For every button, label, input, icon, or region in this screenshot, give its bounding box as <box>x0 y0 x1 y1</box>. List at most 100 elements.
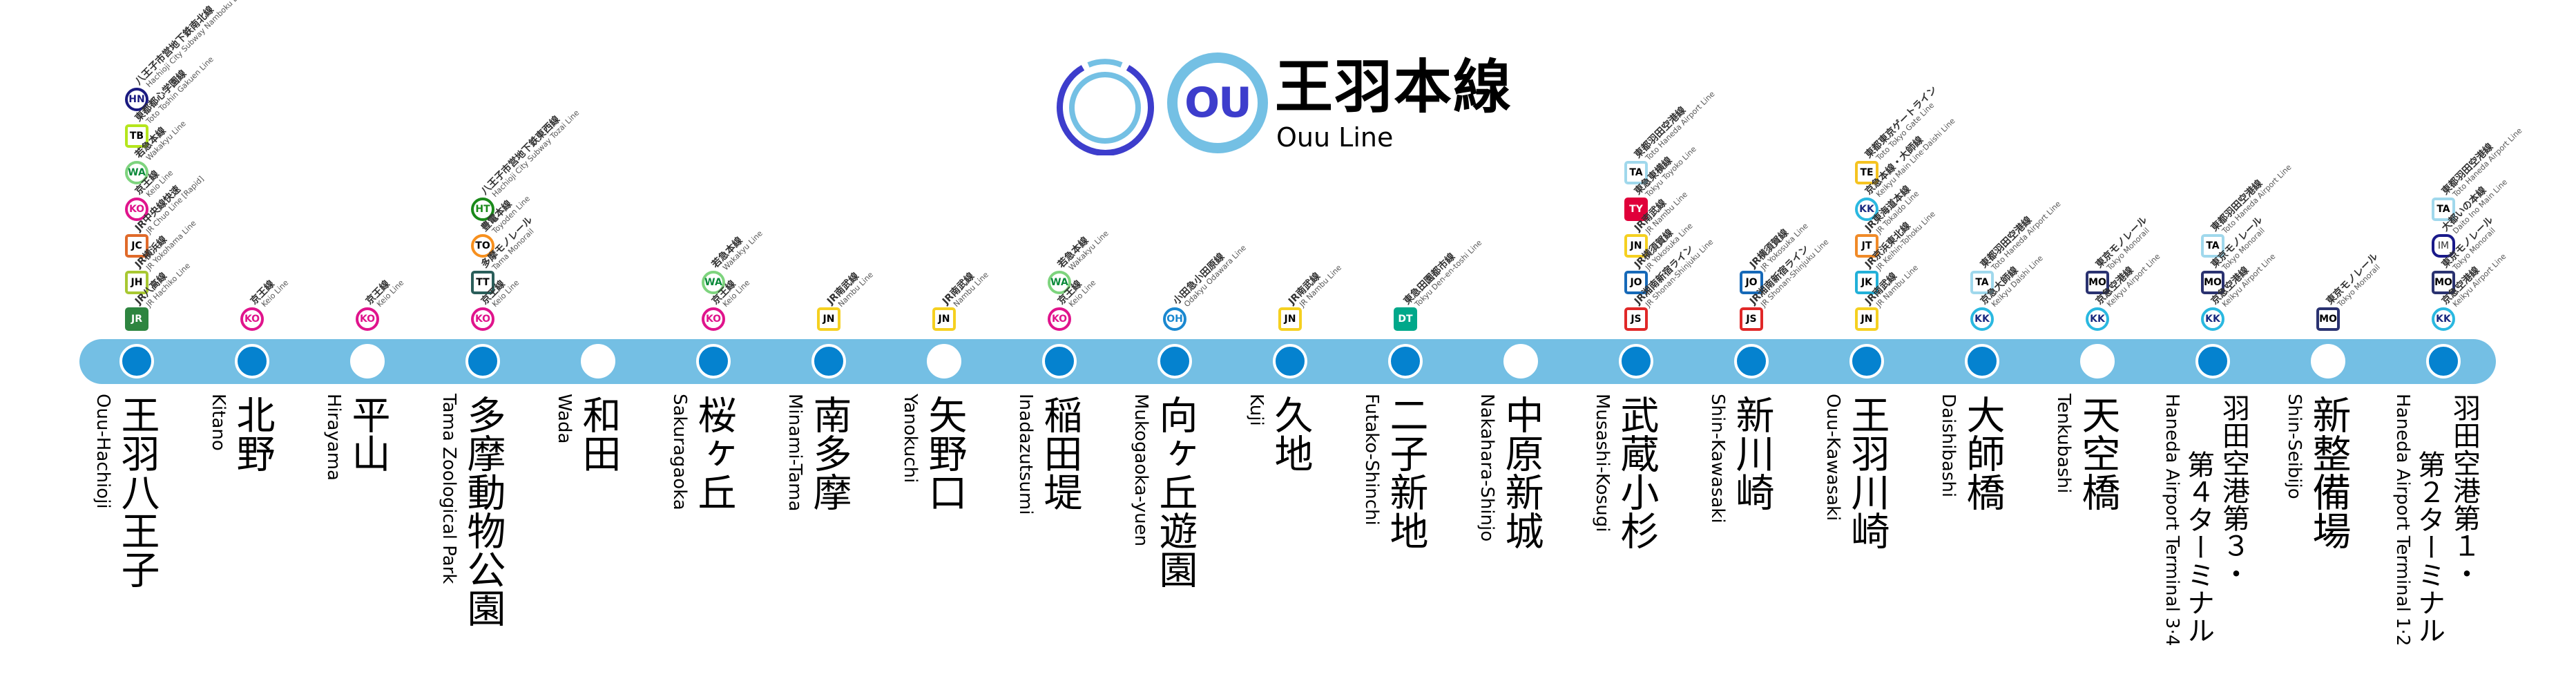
station-name-en: Ouu-Hachioji <box>93 394 113 509</box>
transfer-line-mo-icon[interactable]: MO <box>2201 271 2224 294</box>
transfer-line-wa-icon[interactable]: WA <box>125 161 148 184</box>
transfer-line-hn-icon[interactable]: HN <box>125 88 148 111</box>
transfer-line-jh-icon[interactable]: JH <box>125 271 148 294</box>
station-marker[interactable] <box>119 344 154 378</box>
transfer-line-kk-icon[interactable]: KK <box>2201 307 2224 331</box>
transfer-line-ty-icon[interactable]: TY <box>1624 198 1648 221</box>
transfer-line-name-en: Tokyu Den-en-toshi Line <box>1412 238 1484 309</box>
transfer-line-wa-icon[interactable]: WA <box>1048 271 1071 294</box>
transfer-line-kk-icon[interactable]: KK <box>1970 307 1994 331</box>
station-name-en: Minami-Tama <box>785 394 805 512</box>
station-name-ja: 久地 <box>1268 395 1313 472</box>
station-marker[interactable] <box>2195 344 2230 378</box>
transfer-line-tb-icon[interactable]: TB <box>125 124 148 148</box>
station-name-en: Daishibashi <box>1938 394 1959 498</box>
transfer-line-mo-icon[interactable]: MO <box>2086 271 2109 294</box>
station-marker[interactable] <box>1388 344 1423 378</box>
line-logo-ring-icon <box>1057 59 1154 155</box>
transfer-line-ta-icon[interactable]: TA <box>1624 161 1648 184</box>
transfer-line-to-icon[interactable]: TO <box>471 234 494 258</box>
station-name-ja: 和田 <box>576 395 621 472</box>
station-name-ja: 向ヶ丘遊園 <box>1153 395 1198 588</box>
transfer-line-name-ja: 東都羽田空港線 <box>1632 104 1689 161</box>
transfer-line-mo-icon[interactable]: MO <box>2432 271 2455 294</box>
transfer-line-jn-icon[interactable]: JN <box>817 307 840 331</box>
station-name-en: Tama Zoological Park <box>439 394 459 584</box>
transfer-line-ko-icon[interactable]: KO <box>240 307 264 331</box>
transfer-line-tt-icon[interactable]: TT <box>471 271 494 294</box>
transfer-line-ko-icon[interactable]: KO <box>356 307 379 331</box>
transfer-line-jn-icon[interactable]: JN <box>1278 307 1302 331</box>
transfer-line-kk-icon[interactable]: KK <box>1855 198 1878 221</box>
station-name-ja: 王羽八王子 <box>115 395 160 588</box>
station-marker[interactable] <box>696 344 731 378</box>
transfer-line-jc-icon[interactable]: JC <box>125 234 148 258</box>
station-marker[interactable] <box>1042 344 1077 378</box>
station-marker[interactable] <box>465 344 500 378</box>
transfer-line-ko-icon[interactable]: KO <box>471 307 494 331</box>
transfer-line-name-ja: 東都羽田空港線 <box>1978 214 2035 271</box>
transfer-line-jo-icon[interactable]: JO <box>1740 271 1763 294</box>
transfer-line-jo-icon[interactable]: JO <box>1624 271 1648 294</box>
transfer-line-js-icon[interactable]: JS <box>1740 307 1763 331</box>
transfer-line-kk-icon[interactable]: KK <box>2432 307 2455 331</box>
station-name-en: Kuji <box>1246 394 1267 426</box>
transfer-line-jt-icon[interactable]: JT <box>1855 234 1878 258</box>
station-marker[interactable] <box>2311 344 2345 378</box>
transfer-line-ko-icon[interactable]: KO <box>702 307 725 331</box>
station-name-ja: 羽田空港第３・ <box>2218 394 2249 587</box>
station-name-ja: 平山 <box>345 395 390 472</box>
transfer-line-dt-icon[interactable]: DT <box>1394 307 1417 331</box>
transfer-line-jn-icon[interactable]: JN <box>1624 234 1648 258</box>
station-name-ja: 武蔵小杉 <box>1614 395 1659 550</box>
station-marker[interactable] <box>2426 344 2461 378</box>
station-name-en: Sakuragaoka <box>669 394 690 510</box>
station-name-ja: 稲田堤 <box>1037 395 1082 511</box>
station-name-ja: 大師橋 <box>1960 395 2005 511</box>
station-marker[interactable] <box>1157 344 1192 378</box>
transfer-line-js-icon[interactable]: JS <box>1624 307 1648 331</box>
transfer-line-kk-icon[interactable]: KK <box>2086 307 2109 331</box>
station-marker[interactable] <box>235 344 269 378</box>
transfer-line-wa-icon[interactable]: WA <box>702 271 725 294</box>
transfer-line-oh-icon[interactable]: OH <box>1163 307 1186 331</box>
transfer-line-jk-icon[interactable]: JK <box>1855 271 1878 294</box>
transfer-line-im-icon[interactable]: IM <box>2432 234 2455 258</box>
transfer-line-name-en: Odakyu Odawara Line <box>1182 242 1248 309</box>
station-marker[interactable] <box>2080 344 2115 378</box>
station-name-ja: 桜ヶ丘 <box>691 395 736 511</box>
station-name-en: Musashi-Kosugi <box>1592 394 1613 533</box>
transfer-line-mo-icon[interactable]: MO <box>2316 307 2340 331</box>
transfer-line-ko-icon[interactable]: KO <box>1048 307 1071 331</box>
transfer-line-jn-icon[interactable]: JN <box>932 307 956 331</box>
station-marker[interactable] <box>1849 344 1884 378</box>
transfer-line-ta-icon[interactable]: TA <box>1970 271 1994 294</box>
station-marker[interactable] <box>1619 344 1653 378</box>
station-marker[interactable] <box>350 344 385 378</box>
transfer-line-jn-icon[interactable]: JN <box>1855 307 1878 331</box>
station-marker[interactable] <box>1734 344 1769 378</box>
transfer-line-jr-icon[interactable]: JR <box>125 307 148 331</box>
transfer-line-ko-icon[interactable]: KO <box>125 198 148 221</box>
station-name-ja: 二子新地 <box>1383 395 1428 550</box>
station-marker[interactable] <box>1273 344 1307 378</box>
transfer-line-ht-icon[interactable]: HT <box>471 198 494 221</box>
station-name-en: Kitano <box>208 394 229 451</box>
station-name-en: Inadazutsumi <box>1015 394 1036 515</box>
station-name-ja: 第２ターミナル <box>2413 450 2445 644</box>
station-marker[interactable] <box>1965 344 1999 378</box>
station-marker[interactable] <box>1503 344 1538 378</box>
station-marker[interactable] <box>581 344 615 378</box>
station-name-en: Yanokuchi <box>900 394 921 483</box>
station-marker[interactable] <box>927 344 961 378</box>
transfer-line-te-icon[interactable]: TE <box>1855 161 1878 184</box>
station-name-ja: 王羽川崎 <box>1845 395 1890 550</box>
station-name-ja: 南多摩 <box>807 395 852 511</box>
transfer-line-ta-icon[interactable]: TA <box>2432 198 2455 221</box>
station-marker[interactable] <box>811 344 846 378</box>
transfer-line-ta-icon[interactable]: TA <box>2201 234 2224 258</box>
